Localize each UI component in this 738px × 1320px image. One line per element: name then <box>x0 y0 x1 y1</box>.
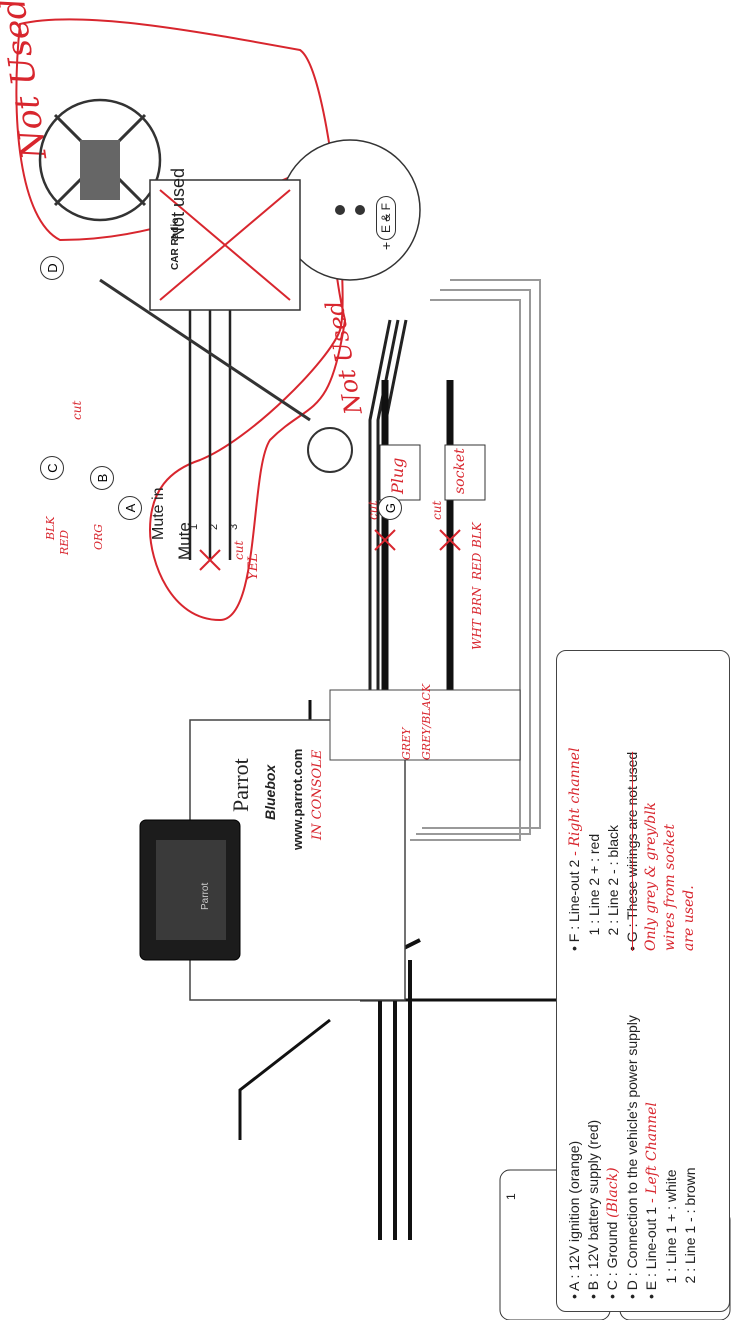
legend-c: • C : Ground (Black) <box>603 1015 623 1299</box>
marker-b: B <box>90 466 114 490</box>
mute-in-label: Mute in <box>150 487 167 540</box>
wire-color-red: RED <box>58 529 71 555</box>
wire-color-org: ORG <box>92 523 105 550</box>
blk-annotation: BLK <box>470 522 484 548</box>
legend-g: • G : These wirings are not used <box>624 751 640 951</box>
legend-d: • D : Connection to the vehicle's power … <box>624 1015 640 1299</box>
g-plug-box <box>379 444 421 501</box>
step-1-label: 1 <box>504 1193 518 1200</box>
mute-num-2: 2 <box>208 523 220 530</box>
legend-note-3: are used. <box>681 885 697 951</box>
screen-brand: Parrot <box>200 882 211 910</box>
legend-e-text: • E : Line-out 1 <box>643 1206 659 1299</box>
cut-annotation-1: cut <box>366 500 380 520</box>
cut-annotation-4: cut <box>70 400 84 420</box>
legend-a: • A : 12V ignition (orange) <box>566 1140 582 1299</box>
wire-color-blk: BLK <box>44 516 57 540</box>
wht-annotation: WHT <box>470 619 484 650</box>
not-used-crossed-circle <box>38 98 162 222</box>
legend-note-1: Only grey & grey/blk <box>643 801 659 951</box>
legend-f: • F : Line-out 2 - Right channel <box>565 748 585 951</box>
polarity-minus: − <box>378 213 394 222</box>
brn-annotation: BRN <box>470 586 484 615</box>
grey-black-wire-annotation: GREY/BLACK <box>420 683 433 760</box>
legend-e: • E : Line-out 1 - Left Channel <box>642 1015 662 1299</box>
main-connector <box>329 689 521 761</box>
legend-left: • A : 12V ignition (orange) • B : 12V ba… <box>565 1015 700 1299</box>
legend-c-text: • C : Ground <box>604 1221 620 1299</box>
yel-annotation: YEL <box>246 553 261 580</box>
marker-c: C <box>40 456 64 480</box>
cut-annotation-2: cut <box>430 500 444 520</box>
mute-num-1: 1 <box>188 523 200 530</box>
cut-annotation-3: cut <box>232 540 246 560</box>
mute-num-3: 3 <box>228 523 240 530</box>
parrot-brand: Parrot <box>228 758 253 812</box>
legend-note-2: wires from socket <box>662 824 678 951</box>
polarity-plus: + <box>378 241 394 250</box>
legend-f-text: • F : Line-out 2 <box>566 859 582 951</box>
legend-c-hand: (Black) <box>605 1167 621 1218</box>
bluebox-model: Bluebox <box>262 764 278 820</box>
legend-b: • B : 12V battery supply (red) <box>585 1119 601 1299</box>
grey-wire-annotation: GREY <box>400 727 413 760</box>
legend-right: • F : Line-out 2 - Right channel 1 : Lin… <box>565 748 699 951</box>
g-socket-box <box>444 444 486 501</box>
legend-e-hand: - Left Channel <box>644 1102 660 1204</box>
marker-g: G <box>378 496 402 520</box>
red-annotation: RED <box>470 552 484 580</box>
legend-panel: • A : 12V ignition (orange) • B : 12V ba… <box>556 650 730 1312</box>
marker-d: D <box>40 256 64 280</box>
socket-annotation: socket <box>452 448 468 494</box>
ef-detail-circle <box>279 139 421 281</box>
legend-e1: 1 : Line 1 + : white <box>663 1169 679 1299</box>
legend-f-hand: - Right channel <box>567 747 583 856</box>
legend-f2: 2 : Line 2 - : black <box>605 824 621 951</box>
legend-f1: 1 : Line 2 + : red <box>586 833 602 951</box>
car-radio-label: CAR Radio <box>170 217 181 270</box>
plug-annotation: Plug <box>388 457 407 494</box>
marker-a: A <box>118 496 142 520</box>
in-console-annotation: IN CONSOLE <box>310 749 325 840</box>
bluebox-url: www.parrot.com <box>290 748 305 850</box>
legend-e2: 2 : Line 1 - : brown <box>682 1167 698 1299</box>
